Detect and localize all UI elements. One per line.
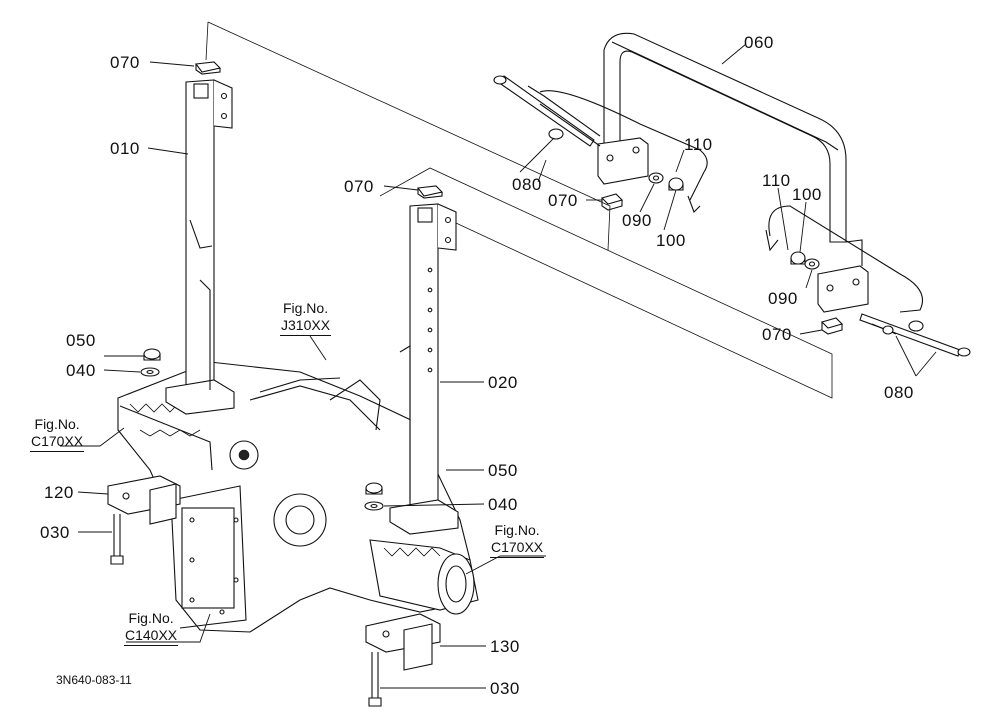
assembly-plane-outline bbox=[205, 21, 833, 399]
figure-ref-label: Fig.No. bbox=[128, 610, 174, 626]
nut-050-right bbox=[365, 482, 383, 495]
figure-ref-number: J310XX bbox=[280, 317, 332, 336]
callout-040-right: 040 bbox=[488, 495, 518, 514]
figure-ref-label: Fig.No. bbox=[282, 300, 329, 316]
callout-080-lower: 080 bbox=[884, 383, 914, 402]
callout-120: 120 bbox=[44, 483, 74, 502]
callout-070-mid: 070 bbox=[344, 177, 374, 196]
cap-070-mid bbox=[416, 185, 444, 199]
callout-130: 130 bbox=[490, 637, 520, 656]
nut-100-lower bbox=[790, 251, 806, 265]
lynch-pin-110-lower bbox=[765, 205, 924, 313]
pin-080-lower bbox=[859, 313, 971, 357]
washer-090-lower bbox=[804, 258, 820, 270]
callout-060: 060 bbox=[744, 33, 774, 52]
callout-030-right: 030 bbox=[490, 679, 520, 698]
cap-070-lower bbox=[820, 317, 844, 335]
callout-110-lower: 110 bbox=[762, 171, 791, 190]
callout-100-upper: 100 bbox=[656, 231, 686, 250]
cap-070-upper bbox=[600, 193, 624, 211]
bracket-120 bbox=[107, 475, 181, 525]
callout-110-upper: 110 bbox=[684, 135, 713, 154]
figure-ref-c140: Fig.No. C140XX bbox=[124, 610, 179, 646]
figure-ref-j310: Fig.No. J310XX bbox=[280, 300, 332, 336]
callout-100-lower: 100 bbox=[792, 185, 822, 204]
callout-030-left: 030 bbox=[40, 523, 70, 542]
washer-090-upper bbox=[648, 172, 664, 184]
nut-050-left bbox=[143, 348, 161, 361]
callout-090-lower: 090 bbox=[768, 289, 798, 308]
callout-040-left: 040 bbox=[66, 361, 96, 380]
callout-070-upper: 070 bbox=[548, 191, 578, 210]
figure-ref-number: C170XX bbox=[490, 539, 545, 558]
nut-100-upper bbox=[668, 177, 684, 191]
washer-040-right bbox=[364, 501, 384, 511]
transmission-housing bbox=[117, 361, 479, 633]
figure-ref-number: C170XX bbox=[30, 433, 85, 452]
callout-090-upper: 090 bbox=[622, 211, 652, 230]
document-code: 3N640-083-11 bbox=[56, 673, 132, 687]
callout-010: 010 bbox=[110, 139, 140, 158]
bolt-030-right bbox=[368, 652, 382, 707]
pin-080-upper bbox=[493, 75, 601, 147]
figure-ref-c170-right: Fig.No. C170XX bbox=[490, 522, 545, 558]
callout-050-left: 050 bbox=[66, 331, 96, 350]
bolt-030-left bbox=[110, 514, 124, 565]
figure-ref-c170-left: Fig.No. C170XX bbox=[30, 416, 85, 452]
cap-070-left bbox=[194, 61, 222, 75]
callout-070-top-left: 070 bbox=[110, 53, 140, 72]
callout-070-lower: 070 bbox=[762, 325, 792, 344]
washer-040-left bbox=[140, 367, 160, 377]
lynch-pin-110-upper bbox=[539, 90, 708, 213]
figure-ref-number: C140XX bbox=[124, 627, 179, 646]
leader-lines bbox=[60, 43, 937, 689]
callout-020: 020 bbox=[488, 373, 518, 392]
rops-upper-bar bbox=[597, 32, 869, 313]
callout-080-upper: 080 bbox=[512, 175, 542, 194]
bracket-130 bbox=[365, 613, 441, 671]
callout-050-right: 050 bbox=[488, 461, 518, 480]
rops-post-right bbox=[389, 203, 459, 535]
figure-ref-label: Fig.No. bbox=[34, 416, 80, 432]
figure-ref-label: Fig.No. bbox=[494, 522, 540, 538]
rops-post-left bbox=[165, 79, 235, 415]
